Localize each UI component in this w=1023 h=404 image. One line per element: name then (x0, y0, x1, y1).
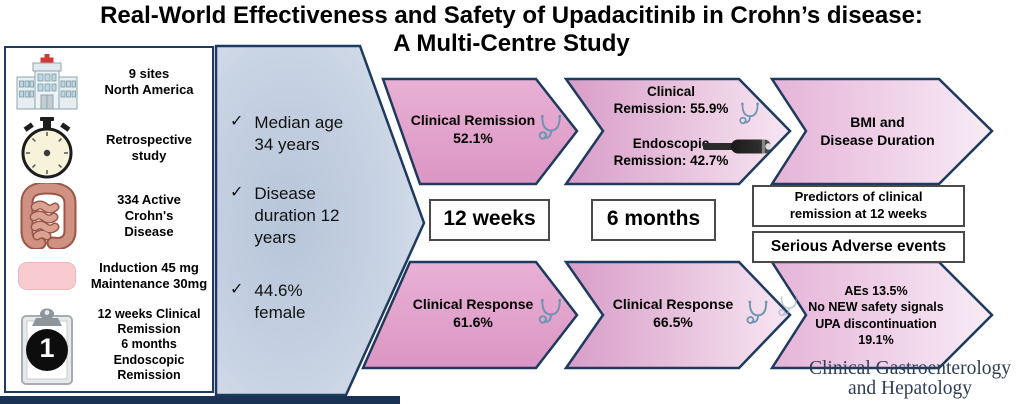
pill-icon (8, 262, 86, 290)
timepoint-6-months: 6 months (591, 199, 716, 241)
bottom-bar (0, 396, 400, 404)
check-icon: ✓ (230, 281, 244, 298)
arrow-clinical-response-6m (563, 260, 792, 370)
clipboard-icon: 1 (8, 303, 86, 387)
cohort-item-sex: ✓ 44.6% female (230, 280, 305, 324)
check-icon: ✓ (230, 184, 244, 201)
check-icon: ✓ (230, 113, 244, 130)
sidebar-label-sites: 9 sites North America (104, 66, 194, 97)
sidebar-label-design: Retrospective study (106, 132, 192, 163)
stethoscope-icon (538, 114, 562, 140)
sidebar-label-population: 334 Active Crohn's Disease (117, 192, 181, 239)
sidebar-item-endpoints: 1 12 weeks Clinical Remission 6 months E… (8, 298, 212, 392)
label-endoscopic-remission-6m: Endoscopic Remission: 42.7% (613, 136, 729, 168)
cohort-label-duration: Disease duration 12 years (254, 184, 340, 248)
predictors-box: Predictors of clinical remission at 12 w… (752, 185, 965, 227)
cohort-label-age: Median age 34 years (254, 113, 344, 155)
arrow-bmi-duration (769, 77, 994, 186)
label-clinical-response-6m: Clinical Response 66.5% (612, 296, 734, 330)
label-safety: AEs 13.5% No NEW safety signals UPA disc… (808, 284, 944, 347)
stopwatch-icon (8, 117, 86, 179)
sidebar-item-sites: 9 sites North America (8, 50, 212, 114)
cohort-item-duration: ✓ Disease duration 12 years (230, 183, 339, 249)
journal-name: Clinical Gastroenterology and Hepatology (809, 358, 1011, 399)
sidebar-label-endpoints: 12 weeks Clinical Remission 6 months End… (97, 306, 201, 382)
figure-title: Real-World Effectiveness and Safety of U… (100, 2, 923, 57)
hospital-icon (8, 53, 86, 111)
sidebar-item-population: 334 Active Crohn's Disease (8, 180, 212, 252)
stethoscope-icon (778, 296, 798, 317)
sidebar-item-dosing: Induction 45 mg Maintenance 30mg (8, 254, 212, 298)
label-clinical-response-12w: Clinical Response 61.6% (412, 296, 534, 330)
label-clinical-remission-12w: Clinical Remission 52.1% (410, 112, 536, 146)
primary-endpoint-number: 1 (39, 333, 55, 363)
stethoscope-icon (538, 298, 562, 324)
cohort-label-sex: 44.6% female (254, 281, 306, 323)
endoscope-icon (703, 139, 772, 154)
label-bmi-duration: BMI and Disease Duration (820, 114, 935, 148)
arrow-clinical-remission-12w (381, 77, 579, 186)
cohort-chevron (214, 44, 426, 397)
intestine-icon (8, 183, 86, 249)
arrow-clinical-response-12w (361, 260, 579, 370)
cohort-item-age: ✓ Median age 34 years (230, 112, 343, 156)
sidebar-label-dosing: Induction 45 mg Maintenance 30mg (90, 260, 208, 291)
arrow-remission-6m (563, 77, 792, 186)
sidebar-item-design: Retrospective study (8, 116, 212, 180)
stethoscope-icon (739, 102, 759, 125)
stethoscope-icon (746, 300, 768, 324)
serious-adverse-events-box: Serious Adverse events (752, 231, 965, 263)
timepoint-12-weeks: 12 weeks (429, 199, 550, 241)
label-clinical-remission-6m: Clinical Remission: 55.9% (613, 84, 729, 116)
